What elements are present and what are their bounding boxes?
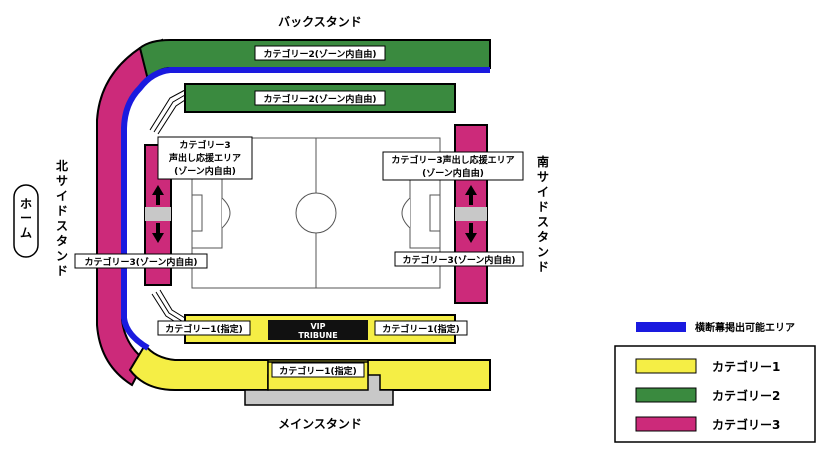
svg-text:ス: ス xyxy=(537,215,549,229)
south-cheer-label-2: (ゾーン内自由) xyxy=(422,167,484,179)
legend-cat1-label: カテゴリー1 xyxy=(712,359,780,374)
main-left-label: カテゴリー1(指定) xyxy=(165,323,243,335)
home-badge xyxy=(13,184,39,258)
legend-cat2-swatch xyxy=(635,387,697,403)
south-cat3-divider xyxy=(455,207,487,221)
back-lower-label: カテゴリー2(ゾーン内自由) xyxy=(263,93,376,105)
legend-cat3-label: カテゴリー3 xyxy=(712,417,780,432)
svg-text:ス: ス xyxy=(56,219,68,233)
legend-cat3-swatch xyxy=(635,416,697,432)
svg-text:イ: イ xyxy=(537,185,549,199)
back-stand-title: バックスタンド xyxy=(278,15,362,29)
svg-text:イ: イ xyxy=(56,189,68,203)
north-stand-title: 北 サ イ ド ス タ ン ド xyxy=(56,158,68,278)
north-cheer-label-3: (ゾーン内自由) xyxy=(174,165,236,177)
legend-banner-swatch xyxy=(636,322,686,332)
svg-text:サ: サ xyxy=(56,174,68,188)
vip-label: VIP xyxy=(310,322,325,331)
svg-text:ド: ド xyxy=(56,264,68,278)
legend-banner-label: 横断幕掲出可能エリア xyxy=(695,321,795,334)
svg-text:北: 北 xyxy=(56,158,68,173)
vip-tribune[interactable] xyxy=(268,320,368,340)
svg-text:ド: ド xyxy=(537,260,549,274)
tribune-label: TRIBUNE xyxy=(298,331,337,340)
svg-text:ド: ド xyxy=(56,204,68,218)
main-center-label: カテゴリー1(指定) xyxy=(279,365,357,377)
svg-text:ン: ン xyxy=(537,245,549,259)
svg-text:南: 南 xyxy=(537,154,549,169)
svg-text:ー: ー xyxy=(20,211,32,225)
south-cat3-label: カテゴリー3(ゾーン内自由) xyxy=(402,254,515,266)
svg-text:ン: ン xyxy=(56,249,68,263)
north-cat3-divider xyxy=(145,207,171,221)
svg-text:タ: タ xyxy=(56,234,68,248)
svg-text:ホ: ホ xyxy=(20,197,32,211)
north-cheer-label-2: 声出し応援エリア xyxy=(168,152,241,164)
south-arrows-icon xyxy=(465,185,477,243)
svg-text:サ: サ xyxy=(537,170,549,184)
legend-cat1-swatch xyxy=(635,358,697,374)
north-arrows-icon xyxy=(152,185,164,243)
south-stand-title: 南 サ イ ド ス タ ン ド xyxy=(537,154,549,274)
legend-cat2-label: カテゴリー2 xyxy=(712,388,780,403)
svg-text:ム: ム xyxy=(20,226,32,240)
main-right-label: カテゴリー1(指定) xyxy=(382,323,460,335)
main-stand-title: メインスタンド xyxy=(278,417,362,431)
back-upper-label: カテゴリー2(ゾーン内自由) xyxy=(263,48,376,60)
svg-text:タ: タ xyxy=(537,230,549,244)
home-label: ホ ー ム xyxy=(20,197,32,240)
north-cheer-label-1: カテゴリー3 xyxy=(179,139,230,151)
south-cheer-label-1: カテゴリー3声出し応援エリア xyxy=(391,154,514,166)
north-cat3-label: カテゴリー3(ゾーン内自由) xyxy=(84,256,197,268)
banner-area-line xyxy=(121,67,490,351)
svg-text:ド: ド xyxy=(537,200,549,214)
